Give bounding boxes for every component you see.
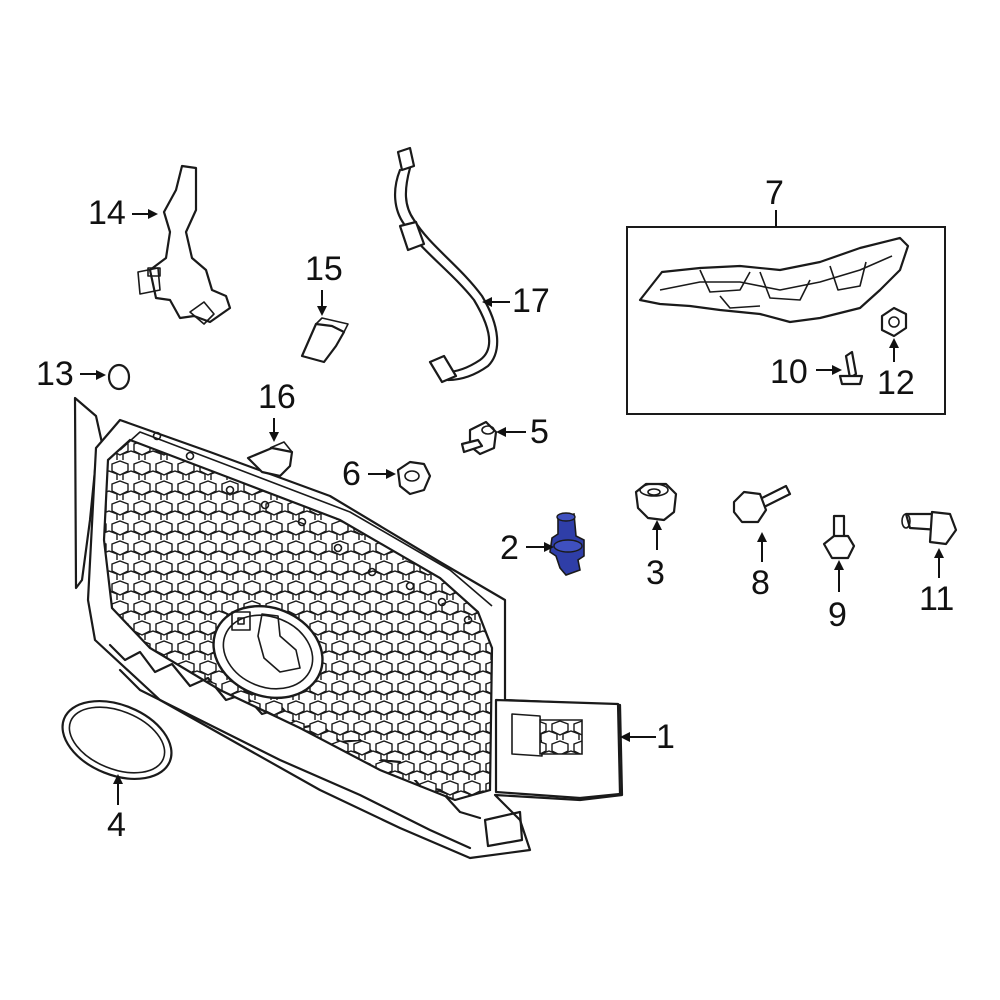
callout-7: 7: [765, 174, 784, 212]
callout-5: 5: [530, 413, 549, 451]
flange-bolt-8: [732, 484, 792, 524]
stud-bolt-9: [822, 514, 856, 560]
callout-3: 3: [646, 554, 665, 592]
callout-14: 14: [88, 194, 126, 232]
wire-harness-17: [394, 146, 499, 384]
clip-nut: [396, 460, 432, 496]
bolt-11: [901, 510, 958, 546]
callout-1: 1: [656, 718, 675, 756]
callout-12: 12: [877, 364, 915, 402]
callout-10: 10: [770, 353, 808, 391]
callout-2: 2: [500, 529, 519, 567]
callout-9: 9: [828, 596, 847, 634]
callout-4: 4: [107, 806, 126, 844]
plug-13: [107, 363, 131, 391]
grommet-nut: [634, 482, 678, 522]
push-pin-retainer-highlighted: [549, 512, 585, 576]
sensor-bracket-14: [137, 164, 232, 325]
callout-16: 16: [258, 378, 296, 416]
callout-13: 13: [36, 355, 74, 393]
emblem-ring: [61, 700, 173, 780]
pin-clip: [460, 420, 498, 456]
callout-8: 8: [751, 564, 770, 602]
clip-15: [300, 317, 349, 364]
bracket-16: [246, 441, 294, 478]
grille-assembly: [73, 396, 624, 860]
callout-15: 15: [305, 250, 343, 288]
callout-6: 6: [342, 455, 361, 493]
callout-11: 11: [919, 580, 955, 618]
callout-leaders: [80, 209, 944, 805]
callout-17: 17: [512, 282, 550, 320]
bracket-assembly-box: [626, 226, 946, 415]
